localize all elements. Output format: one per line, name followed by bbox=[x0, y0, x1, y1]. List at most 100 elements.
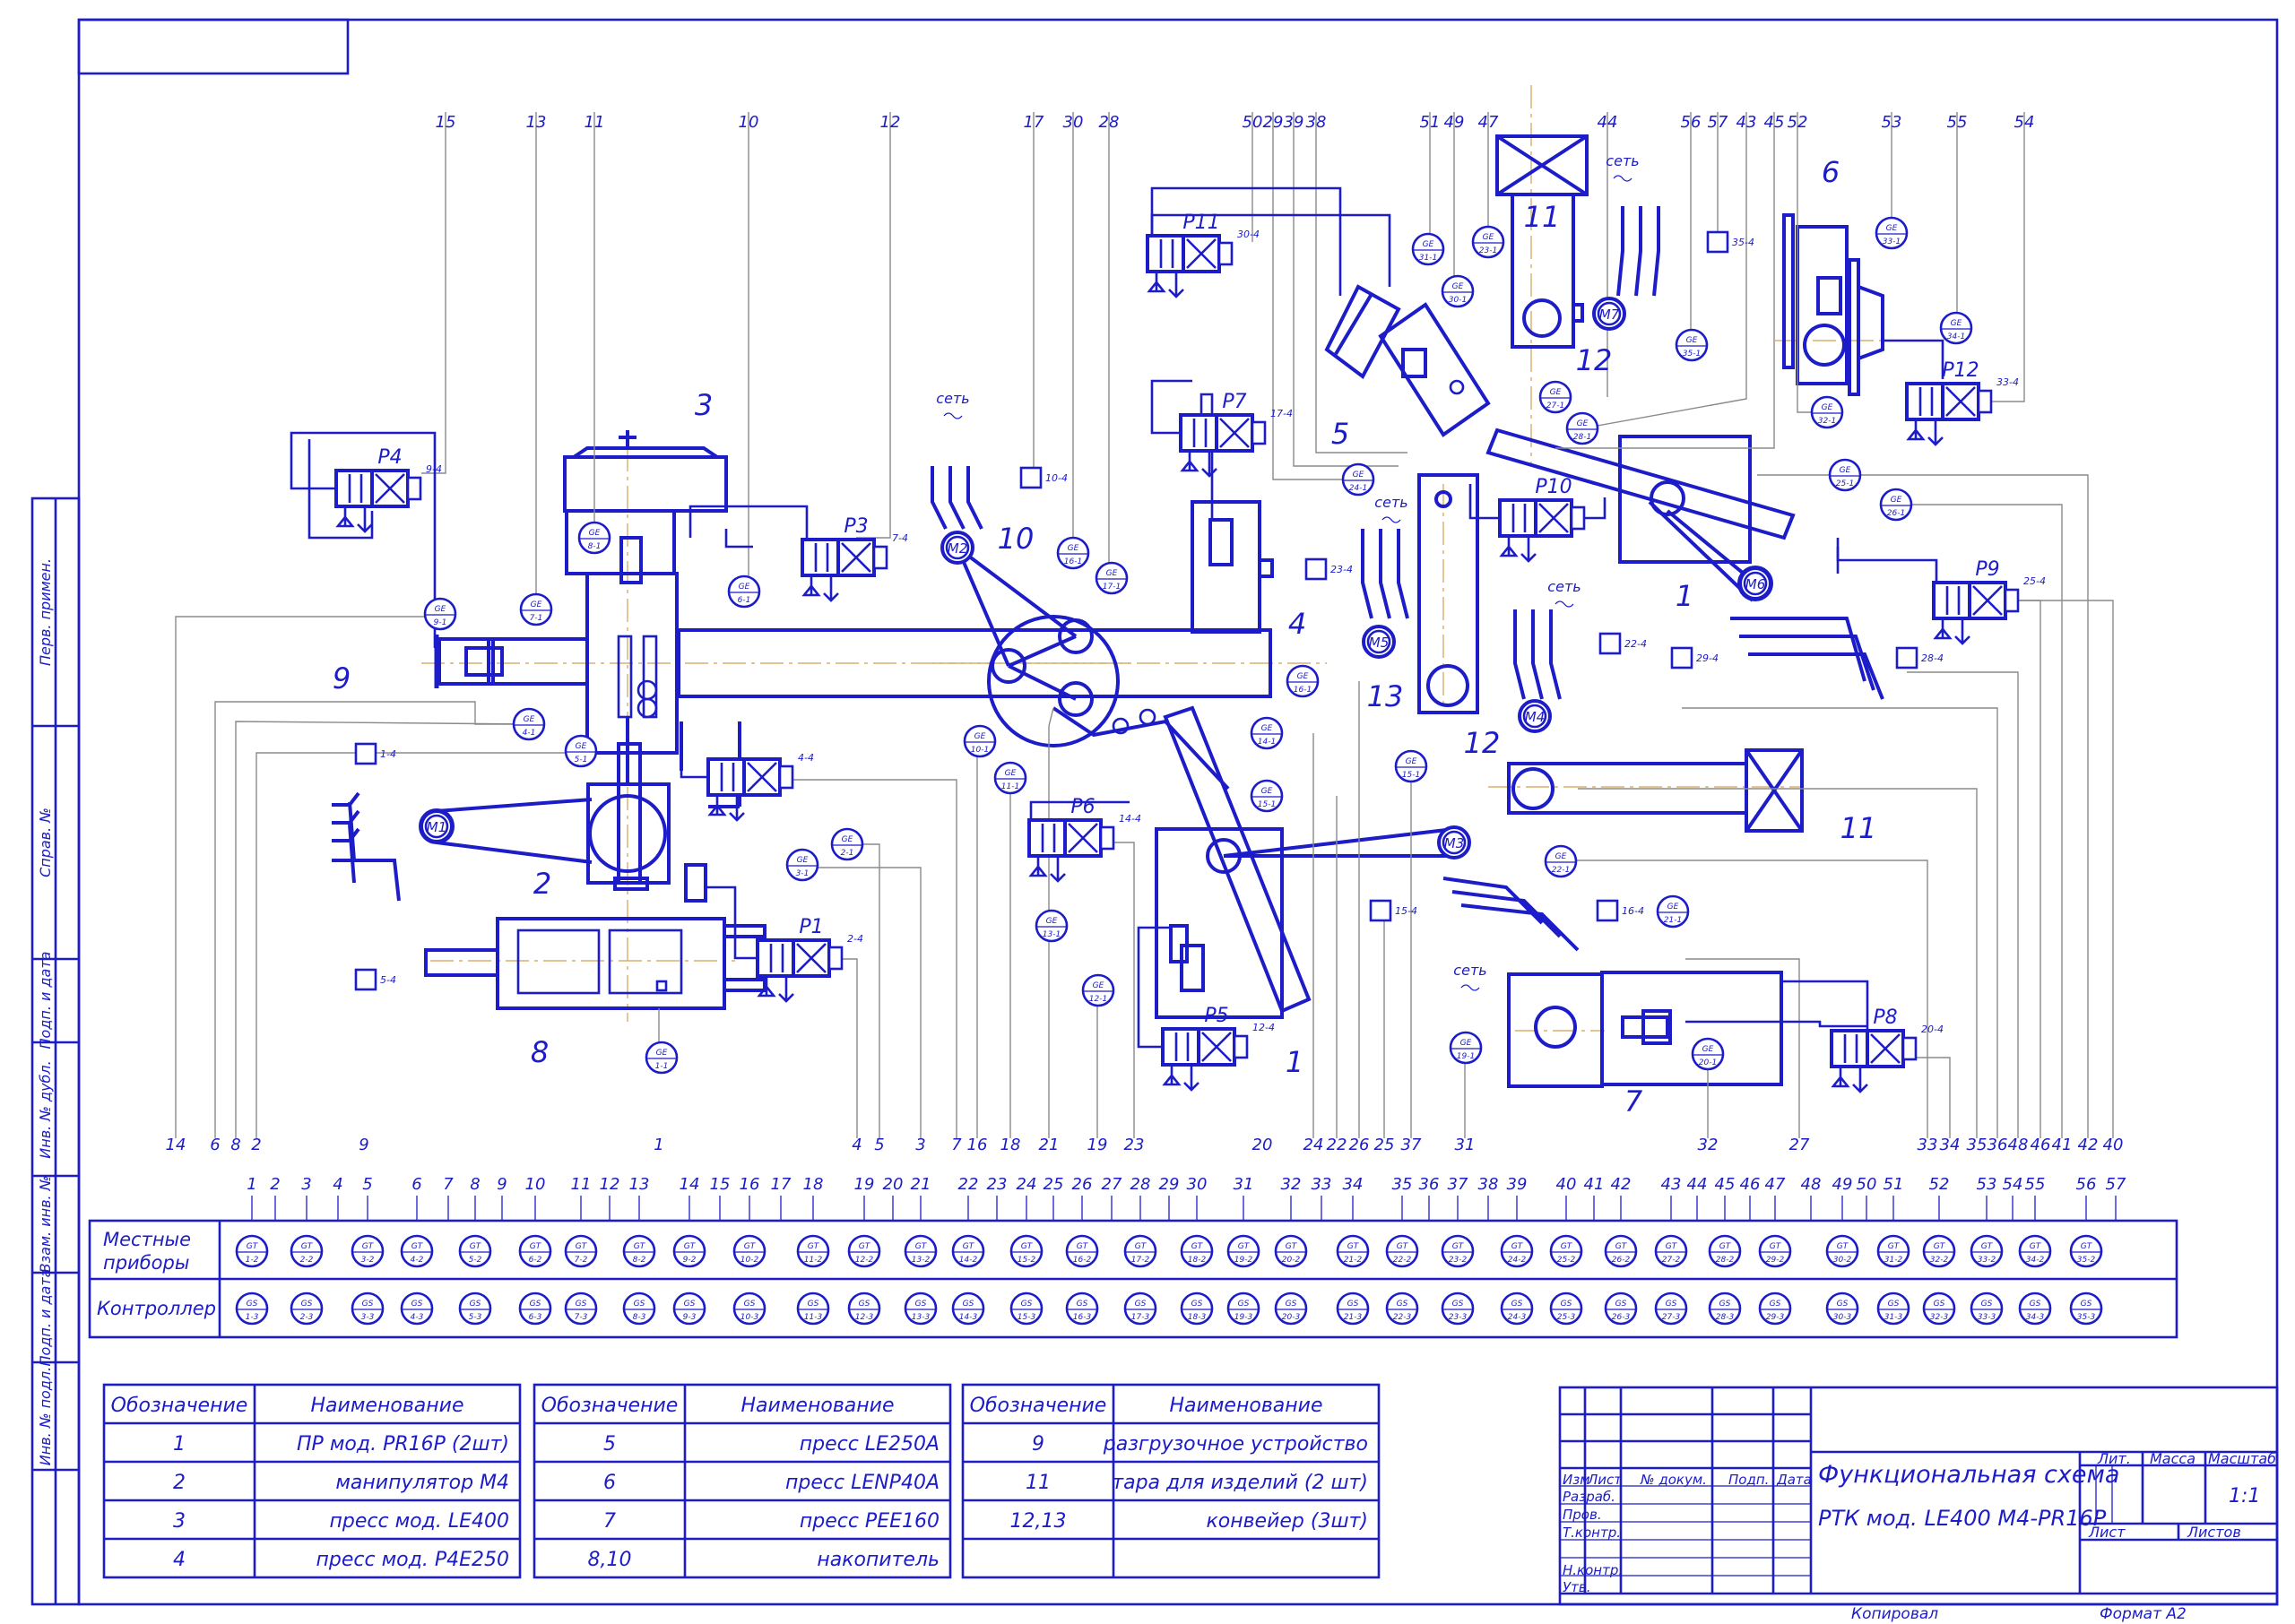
instrument-code: 35-2 bbox=[2077, 1256, 2096, 1265]
bus-instrument-bottom: GS8-3 bbox=[622, 1291, 656, 1326]
sensor-code: 24-1 bbox=[1349, 484, 1367, 493]
sensor-circle bbox=[1879, 488, 1913, 522]
tilde-icon bbox=[1381, 516, 1401, 523]
instrument-code: 10-2 bbox=[740, 1256, 759, 1265]
valve-box-a bbox=[756, 938, 795, 978]
equipment-number: 6 bbox=[1822, 155, 1840, 189]
callout-top: 57 bbox=[1708, 113, 1728, 132]
instrument-code: 19-2 bbox=[1234, 1256, 1253, 1265]
tilde-icon bbox=[1613, 175, 1632, 182]
sensor-type: GE bbox=[1068, 544, 1079, 553]
sensor-code: 19-1 bbox=[1457, 1052, 1475, 1061]
instrument-code: 5-2 bbox=[469, 1256, 482, 1265]
solenoid-valve: P49-4 bbox=[334, 446, 442, 533]
motor-label: M4 bbox=[1525, 709, 1546, 725]
title-block-col-doc: № докум. bbox=[1640, 1472, 1707, 1488]
instrument-code: 4-2 bbox=[411, 1256, 424, 1265]
bus-number: 4 bbox=[333, 1175, 342, 1194]
terminal-code: 23-4 bbox=[1330, 564, 1353, 575]
sensor-code: 15-1 bbox=[1258, 800, 1276, 809]
sensor-type: GE bbox=[435, 605, 446, 614]
valve-solenoid bbox=[1570, 505, 1586, 531]
bus-number: 42 bbox=[1611, 1175, 1632, 1194]
conveyor-12-bottom bbox=[1507, 748, 1804, 833]
instrument-code: 9-2 bbox=[683, 1256, 697, 1265]
sensor-circle bbox=[830, 827, 864, 861]
equipment-number: 5 bbox=[1331, 417, 1349, 451]
instrument-code: 20-3 bbox=[1282, 1313, 1301, 1322]
bus-number: 3 bbox=[301, 1175, 311, 1194]
instrument-type: GS bbox=[247, 1300, 258, 1309]
instrument-code: 7-2 bbox=[575, 1256, 588, 1265]
sensor-circle bbox=[1691, 1037, 1725, 1071]
terminal: 35-4 bbox=[1706, 230, 1754, 254]
instrument-code: 22-2 bbox=[1393, 1256, 1412, 1265]
valve-supply bbox=[1520, 536, 1537, 563]
instrument-circle bbox=[904, 1234, 938, 1268]
callout-bottom: 35 bbox=[1967, 1136, 1988, 1154]
legend-cell-name: разгрузочное устройство bbox=[1103, 1433, 1368, 1456]
bus-instrument-bottom: GS9-3 bbox=[672, 1291, 706, 1326]
sensor-type: GE bbox=[1046, 917, 1058, 926]
callout-top: 29 bbox=[1263, 113, 1284, 132]
valve-exhaust bbox=[1180, 451, 1199, 472]
motor-label: M6 bbox=[1745, 576, 1766, 592]
valve-code: 7-4 bbox=[892, 532, 908, 544]
net-label-text: сеть bbox=[1606, 152, 1639, 169]
sensor-circle bbox=[1471, 225, 1505, 259]
drawing-title-line1: Функциональная схема bbox=[1818, 1461, 2119, 1489]
sensor-code: 26-1 bbox=[1887, 509, 1905, 518]
sensor: GE9-1 bbox=[423, 597, 457, 631]
sensor-type: GE bbox=[656, 1049, 668, 1058]
sensor-type: GE bbox=[1093, 981, 1104, 990]
press-6 bbox=[1782, 213, 1884, 396]
bus-instrument-top: GT6-2 bbox=[518, 1234, 552, 1268]
bus-instrument-bottom: GS4-3 bbox=[400, 1291, 434, 1326]
sensor-circle bbox=[519, 592, 553, 626]
instrument-circle bbox=[1385, 1234, 1419, 1268]
instrument-circle bbox=[1970, 1291, 2004, 1326]
callout-bottom: 16 bbox=[967, 1136, 988, 1154]
instrument-circle bbox=[1922, 1291, 1956, 1326]
instrument-type: GT bbox=[1888, 1242, 1901, 1251]
callout-bottom: 34 bbox=[1940, 1136, 1961, 1154]
valve-supply bbox=[1050, 856, 1066, 883]
legend-cell-name: пресс LENP40A bbox=[785, 1472, 940, 1494]
legend-cell-designation: 4 bbox=[173, 1549, 186, 1571]
instrument-type: GT bbox=[1021, 1242, 1034, 1251]
side-stamp-label: Взам. инв. № bbox=[37, 1176, 54, 1274]
bus-number: 5 bbox=[362, 1175, 372, 1194]
bus-number: 15 bbox=[710, 1175, 731, 1194]
legend-frame bbox=[102, 1383, 522, 1579]
equipment-number: 10 bbox=[998, 522, 1035, 556]
valve-box-a bbox=[801, 538, 840, 577]
valve-label: P4 bbox=[377, 446, 402, 469]
sensor-circle bbox=[1056, 536, 1090, 570]
equipment-number: 3 bbox=[695, 388, 713, 422]
bus-instrument-top: GT5-2 bbox=[458, 1234, 492, 1268]
sensor-type: GE bbox=[1686, 336, 1698, 345]
callout-top: 38 bbox=[1306, 113, 1327, 132]
sensor-type: GE bbox=[1005, 769, 1017, 778]
callout-bottom: 7 bbox=[951, 1136, 962, 1154]
instrument-type: GT bbox=[963, 1242, 975, 1251]
title-block-scale-value: 1:1 bbox=[2229, 1485, 2260, 1507]
legend-cell-designation: 12,13 bbox=[1010, 1510, 1067, 1533]
legend-cell-name: пресс PEE160 bbox=[800, 1510, 940, 1533]
bus-number: 30 bbox=[1187, 1175, 1208, 1194]
sensor-type: GE bbox=[1483, 233, 1494, 242]
bus-number: 38 bbox=[1478, 1175, 1499, 1194]
callout-bottom: 1 bbox=[654, 1136, 663, 1154]
